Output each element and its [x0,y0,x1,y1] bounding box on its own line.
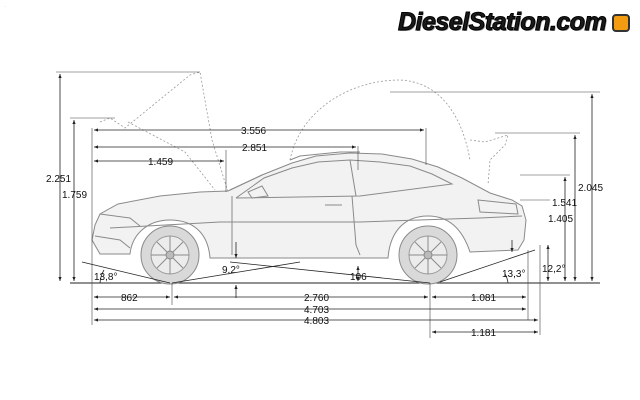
door-outline [231,159,361,256]
label-length-open-roof: 3.556 [241,126,266,137]
window-line [235,159,454,199]
approach-angle-arc [99,269,105,284]
label-overall-length-bumper: 4.803 [304,316,329,327]
side-mirror [247,185,269,199]
front-hub [165,250,175,260]
label-height-rear: 1.405 [548,214,573,225]
label-rear-overhang: 1.081 [471,293,496,304]
top-roof-line [289,151,360,161]
logo-square-icon [612,14,630,32]
label-length-roof: 2.851 [242,143,267,154]
label-front-overhang: 862 [121,293,138,304]
label-hood-to-ws: 1.459 [148,157,173,168]
roof-fold-arc [289,79,471,161]
rear-hub [423,250,433,260]
car-side-view [91,151,527,285]
label-height-vehicle: 1.759 [62,190,87,201]
body-character-line [109,215,523,229]
departure-angle-arc [504,273,509,284]
windscreen [229,174,263,191]
open-trunk-outline [469,134,509,186]
car-body [91,152,527,259]
site-logo[interactable]: DieselStation.com [397,8,634,38]
label-height-roof-open: 2.045 [578,183,603,194]
label-wheelbase: 2.760 [304,293,329,304]
open-hood-outline [99,71,229,193]
label-height-trunk-open: 1.541 [552,198,577,209]
label-ground-clearance: 106 [350,272,367,283]
logo-text: DieselStation.com [397,8,607,37]
angle-lines [81,240,536,298]
label-ramp-angle: 9,2° [222,265,240,276]
rear-light [477,199,519,215]
watermark-text: · [4,4,6,10]
label-overall-length: 4.703 [304,305,329,316]
label-rear-overhang-bumper: 1.181 [471,328,496,339]
label-departure-angle-rear: 12,2° [542,264,565,275]
front-bumper [94,213,141,249]
label-departure-angle: 13,3° [502,269,525,280]
label-height-hood-open: 2.251 [46,174,71,185]
label-approach-angle: 13,8° [94,272,117,283]
extension-lines [56,71,600,338]
